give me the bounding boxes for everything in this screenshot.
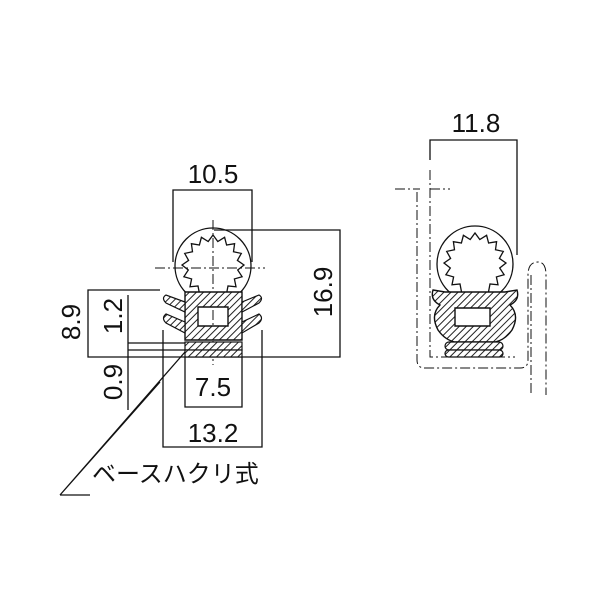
- base-layer-top: [444, 341, 504, 351]
- bulb-outer: [436, 225, 514, 303]
- dim-fin-width: 13.2: [188, 418, 239, 448]
- dim-base-height: 8.9: [56, 304, 86, 340]
- door-outline: [395, 170, 547, 395]
- dim-base-width: 7.5: [195, 372, 231, 402]
- base-layer-bottom: [184, 349, 243, 358]
- right-profile: 11.8: [395, 108, 547, 395]
- fin-right: [241, 294, 263, 335]
- dim-13-2-lines: [162, 330, 263, 448]
- dim-11-8-lines: [429, 139, 518, 255]
- dim-1-2-lines: [127, 295, 185, 410]
- base-layer-top: [184, 341, 243, 351]
- dim-bulb-width: 10.5: [188, 159, 239, 189]
- bulb-inner-serration: [442, 231, 508, 293]
- base-layer-bottom: [444, 349, 504, 358]
- dim-total-height: 16.9: [308, 267, 338, 318]
- left-profile: 10.5 16.9 8.9 1.2 0.9 7.5 13.2 ベースハクリ式: [56, 159, 341, 496]
- dim-installed-width: 11.8: [452, 108, 501, 138]
- bulb-inner-serration: [180, 233, 246, 295]
- dim-layer-bottom: 0.9: [98, 364, 128, 400]
- fin-left: [162, 294, 186, 334]
- base-body: [431, 289, 519, 343]
- type-label: ベースハクリ式: [92, 460, 259, 488]
- dim-10-5-lines: [172, 189, 253, 262]
- dim-7-5-lines: [184, 357, 243, 408]
- leader-line: [59, 351, 186, 496]
- dim-layer-top: 1.2: [98, 298, 128, 334]
